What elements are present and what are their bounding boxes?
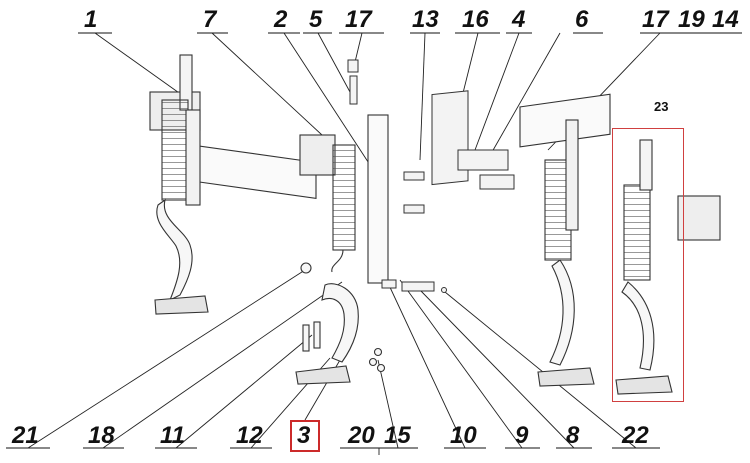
callout-bottom-11: 22 (622, 422, 649, 449)
callout-bottom-10: 8 (566, 422, 580, 449)
callout-bottom-2: 18 (88, 422, 115, 449)
callout-top-10: 17 (642, 6, 669, 33)
callout-top-6: 13 (412, 6, 439, 33)
left-tine-assembly (149, 54, 336, 315)
callout-bottom-4: 12 (236, 422, 263, 449)
callout-top-5: 17 (345, 6, 372, 33)
callout-top-12: 14 (712, 6, 739, 33)
group-23-label: 23 (654, 99, 669, 114)
callout-top-2: 7 (203, 6, 217, 33)
callout-bottom-1: 21 (12, 422, 39, 449)
callout-bottom-7: 15 (384, 422, 411, 449)
callout-top-9: 6 (575, 6, 589, 33)
bolt-5 (347, 59, 359, 105)
callout-bottom-8: 10 (450, 422, 477, 449)
group-23-tine (615, 139, 673, 395)
callout-top-1: 1 (84, 6, 98, 33)
callout-bottom-6: 20 (348, 422, 375, 449)
pins (381, 279, 447, 293)
callout-top-8: 4 (512, 6, 526, 33)
callout-bottom-3: 11 (160, 422, 185, 449)
callout-top-7: 16 (462, 6, 489, 33)
callout-bottom-5: 3 (297, 422, 311, 449)
callout-top-4: 5 (309, 6, 323, 33)
group-23-frame (612, 128, 684, 402)
clamp-parts (403, 90, 515, 214)
right-tine-assembly (519, 93, 721, 387)
highlighted-callout-box (290, 420, 320, 452)
callout-top-11: 19 (678, 6, 705, 33)
callout-top-3: 2 (274, 6, 288, 33)
callout-bottom-9: 9 (515, 422, 529, 449)
middle-spring (331, 144, 356, 273)
vertical-bar (367, 114, 389, 284)
lower-tine (295, 262, 386, 385)
